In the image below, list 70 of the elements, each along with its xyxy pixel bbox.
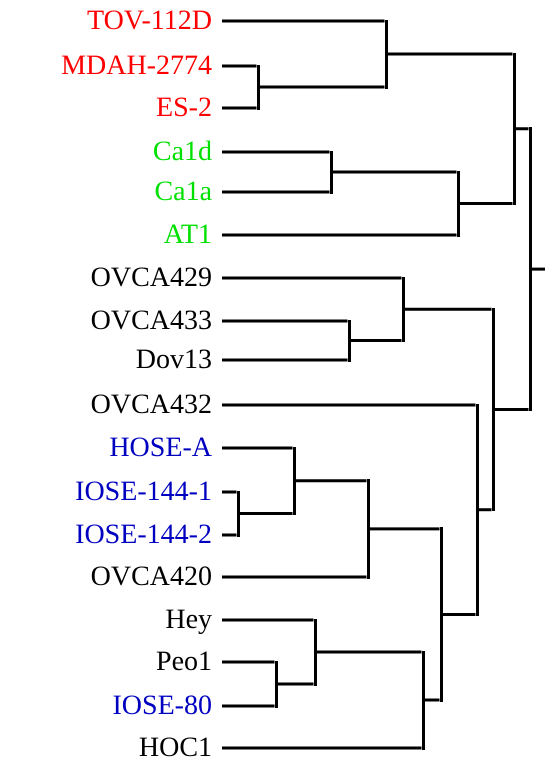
sample-label: Hey bbox=[165, 606, 212, 634]
sample-label: AT1 bbox=[164, 221, 212, 249]
sample-label: IOSE-80 bbox=[112, 692, 212, 720]
sample-label: Ca1d bbox=[152, 138, 212, 166]
dendrogram-branch bbox=[278, 682, 314, 686]
dendrogram-branch bbox=[222, 276, 402, 280]
dendrogram-branch bbox=[404, 308, 492, 311]
dendrogram-branch bbox=[222, 320, 348, 322]
sample-label: TOV-112D bbox=[87, 7, 212, 35]
dendrogram-branch bbox=[350, 339, 402, 342]
sample-label: OVCA433 bbox=[90, 307, 212, 335]
dendrogram-branch bbox=[222, 618, 314, 622]
dendrogram-branch bbox=[494, 408, 528, 411]
dendrogram-junction bbox=[492, 308, 494, 512]
dendrogram-junction bbox=[274, 660, 278, 708]
dendrogram-branch bbox=[222, 490, 236, 494]
dendrogram-branch bbox=[478, 508, 492, 512]
dendrogram-branch bbox=[222, 746, 422, 750]
sample-label: HOC1 bbox=[138, 734, 212, 762]
dendrogram-branch bbox=[222, 20, 384, 22]
dendrogram-branch bbox=[532, 268, 545, 271]
dendrogram-junction bbox=[402, 276, 404, 342]
sample-label: Peo1 bbox=[156, 648, 212, 676]
dendrogram-junction bbox=[476, 404, 478, 616]
dendrogram-junction bbox=[330, 150, 332, 194]
dendrogram-branch bbox=[222, 404, 476, 406]
dendrogram-branch bbox=[260, 86, 384, 88]
dendrogram-branch bbox=[222, 106, 256, 110]
dendrogram-junction bbox=[384, 20, 388, 88]
dendrogram-branch bbox=[222, 576, 366, 578]
sample-label: HOSE-A bbox=[109, 434, 212, 462]
sample-label: IOSE-144-2 bbox=[75, 521, 212, 549]
dendrogram-junction bbox=[366, 479, 370, 578]
sample-label: ES-2 bbox=[156, 94, 212, 122]
dendrogram-junction bbox=[422, 650, 424, 750]
dendrogram-branch bbox=[370, 527, 440, 530]
dendrogram-junction bbox=[456, 170, 460, 236]
dendrogram-junction bbox=[314, 618, 316, 686]
dendrogram-branch bbox=[316, 650, 422, 654]
dendrogram-branch bbox=[222, 660, 274, 664]
dendrogram-junction bbox=[512, 52, 516, 205]
dendrogram-junction bbox=[440, 527, 442, 702]
dendrogram-junction bbox=[528, 127, 532, 411]
dendrogram-junction bbox=[256, 64, 260, 110]
sample-label: OVCA420 bbox=[90, 563, 212, 591]
dendrogram-branch bbox=[222, 150, 330, 154]
dendrogram-junction bbox=[348, 320, 350, 362]
sample-label: OVCA429 bbox=[90, 264, 212, 292]
dendrogram-branch bbox=[442, 612, 476, 616]
dendrogram-branch bbox=[296, 479, 366, 482]
dendrogram-branch bbox=[222, 190, 330, 194]
dendrogram-branch bbox=[222, 446, 292, 450]
dendrogram-junction bbox=[236, 490, 240, 536]
dendrogram-branch bbox=[222, 358, 348, 362]
dendrogram-branch bbox=[222, 534, 236, 536]
dendrogram-branch bbox=[222, 64, 256, 68]
dendrogram-branch bbox=[332, 170, 456, 174]
dendrogram-branch bbox=[222, 704, 274, 708]
dendrogram-branch bbox=[424, 698, 440, 702]
sample-label: Ca1a bbox=[154, 178, 212, 206]
dendrogram-branch bbox=[240, 512, 292, 515]
dendrogram-branch bbox=[388, 52, 512, 56]
dendrogram-branch bbox=[460, 202, 512, 205]
sample-label: IOSE-144-1 bbox=[75, 478, 212, 506]
dendrogram-branch bbox=[222, 234, 456, 236]
sample-label: Dov13 bbox=[136, 346, 212, 374]
dendrogram-junction bbox=[292, 446, 296, 515]
sample-label: OVCA432 bbox=[90, 391, 212, 419]
sample-label: MDAH-2774 bbox=[61, 52, 212, 80]
dendrogram-branch bbox=[516, 127, 528, 130]
